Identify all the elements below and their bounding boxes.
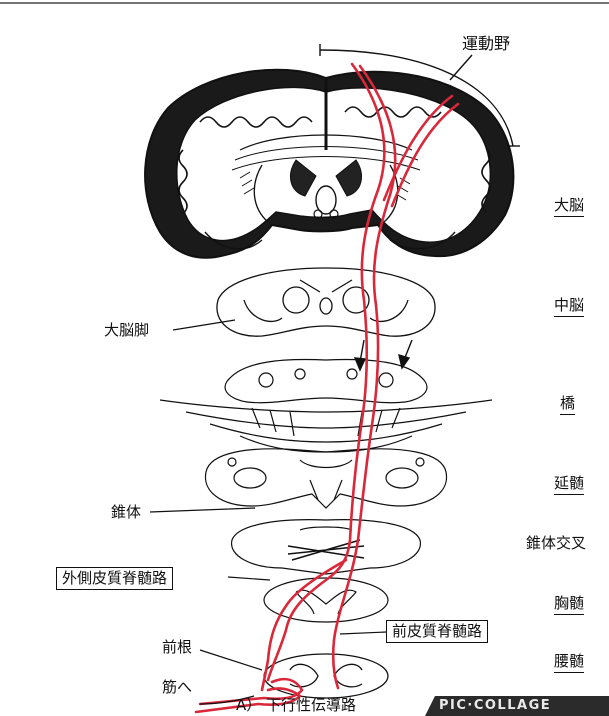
label-pyramid: 錐体 xyxy=(111,505,141,520)
label-midbrain: 中脳 xyxy=(554,298,584,313)
medulla-section xyxy=(205,449,446,508)
lumbar-section xyxy=(264,654,388,698)
label-to-muscle: 筋へ xyxy=(162,680,192,695)
label-lumbar: 腰髄 xyxy=(554,654,584,669)
label-thoracic: 胸髄 xyxy=(554,596,584,611)
figure-caption: A） 下行性伝導路 xyxy=(236,698,356,713)
watermark-badge: PIC·COLLAGE xyxy=(425,696,609,716)
label-medulla: 延髄 xyxy=(554,476,584,491)
label-lateral-tract: 外側皮質脊髄路 xyxy=(56,567,173,590)
label-decussation: 錐体交叉 xyxy=(526,536,586,551)
label-cerebrum: 大脳 xyxy=(554,198,584,213)
midbrain-section xyxy=(217,268,435,336)
label-anterior-root: 前根 xyxy=(162,640,192,655)
thoracic-section xyxy=(264,578,388,622)
label-motor-area: 運動野 xyxy=(462,36,510,52)
label-pons: 橋 xyxy=(560,396,575,411)
label-anterior-tract: 前皮質脊髄路 xyxy=(386,620,488,643)
pons-section xyxy=(160,360,492,452)
label-cerebral-peduncle: 大脳脚 xyxy=(104,323,149,338)
descending-arrows xyxy=(355,340,412,370)
cerebrum-section xyxy=(145,70,513,258)
decussation-section xyxy=(232,520,421,574)
